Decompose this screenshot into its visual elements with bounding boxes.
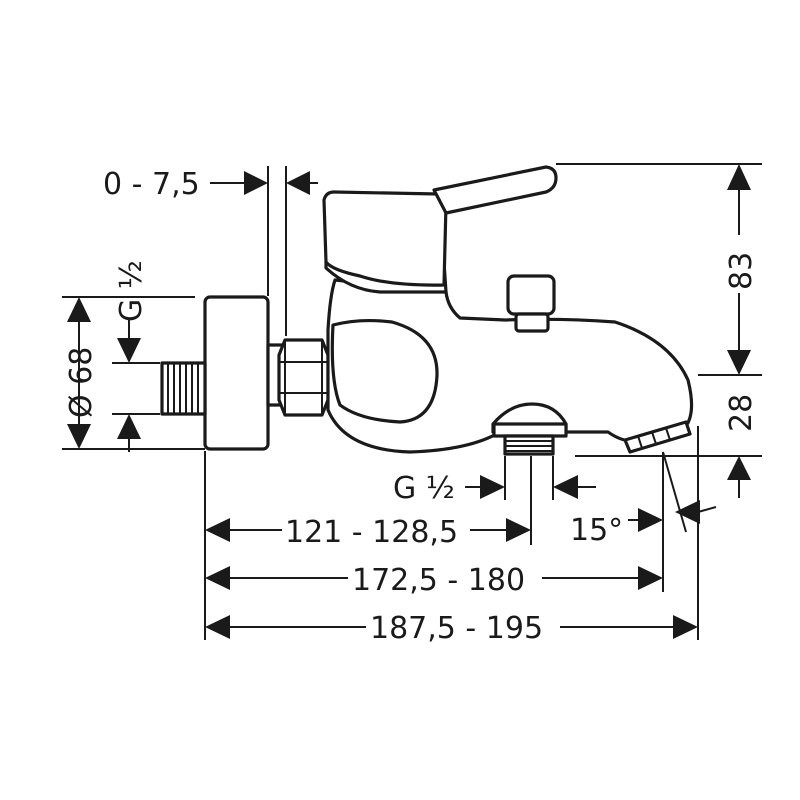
label-spout-height: 28 <box>724 394 759 432</box>
faucet-outline <box>160 165 694 456</box>
arrow-right <box>480 475 505 499</box>
extension-lines <box>62 163 762 640</box>
arrow-down <box>67 424 91 449</box>
label-outlet-thread: G ½ <box>393 471 455 506</box>
dimension-labels: 0 - 7,5 G ½ Ø 68 83 28 G ½ 15° 121 - 128… <box>64 167 759 646</box>
label-dim-3: 187,5 - 195 <box>370 611 543 646</box>
handle-block <box>322 190 448 287</box>
arrow-right <box>638 566 663 590</box>
label-dim-1: 121 - 128,5 <box>285 515 458 550</box>
arrow-up <box>117 414 141 439</box>
inlet-thread <box>160 361 207 416</box>
arrow-right <box>673 615 698 639</box>
arrow-left <box>553 475 578 499</box>
outlet-nut <box>492 422 568 438</box>
arrow-up <box>67 297 91 322</box>
arrow-up <box>727 164 751 190</box>
dimension-lines <box>67 164 751 639</box>
label-diameter: Ø 68 <box>64 347 99 418</box>
arrow-down <box>117 338 141 363</box>
arrow-left <box>205 615 230 639</box>
arrow-up <box>727 456 751 480</box>
handle-lever <box>432 165 558 215</box>
arrow-left <box>675 500 700 524</box>
arrow-left <box>286 171 310 195</box>
label-inlet-thread: G ½ <box>114 260 149 322</box>
outlet-thread <box>503 434 555 456</box>
arrow-right <box>638 508 663 532</box>
label-angle: 15° <box>570 513 623 548</box>
arrow-right <box>506 518 531 542</box>
hex-nut <box>277 338 330 417</box>
wall-escutcheon <box>203 295 270 451</box>
arrow-left <box>205 518 230 542</box>
label-wall-offset: 0 - 7,5 <box>103 167 200 202</box>
label-height: 83 <box>724 252 759 290</box>
diverter-stem <box>514 312 550 333</box>
arrow-right <box>244 171 268 195</box>
diverter-cap <box>506 274 556 316</box>
arrow-down <box>727 350 751 375</box>
arrow-left <box>205 566 230 590</box>
label-dim-2: 172,5 - 180 <box>352 563 525 598</box>
body-oval <box>330 318 439 424</box>
